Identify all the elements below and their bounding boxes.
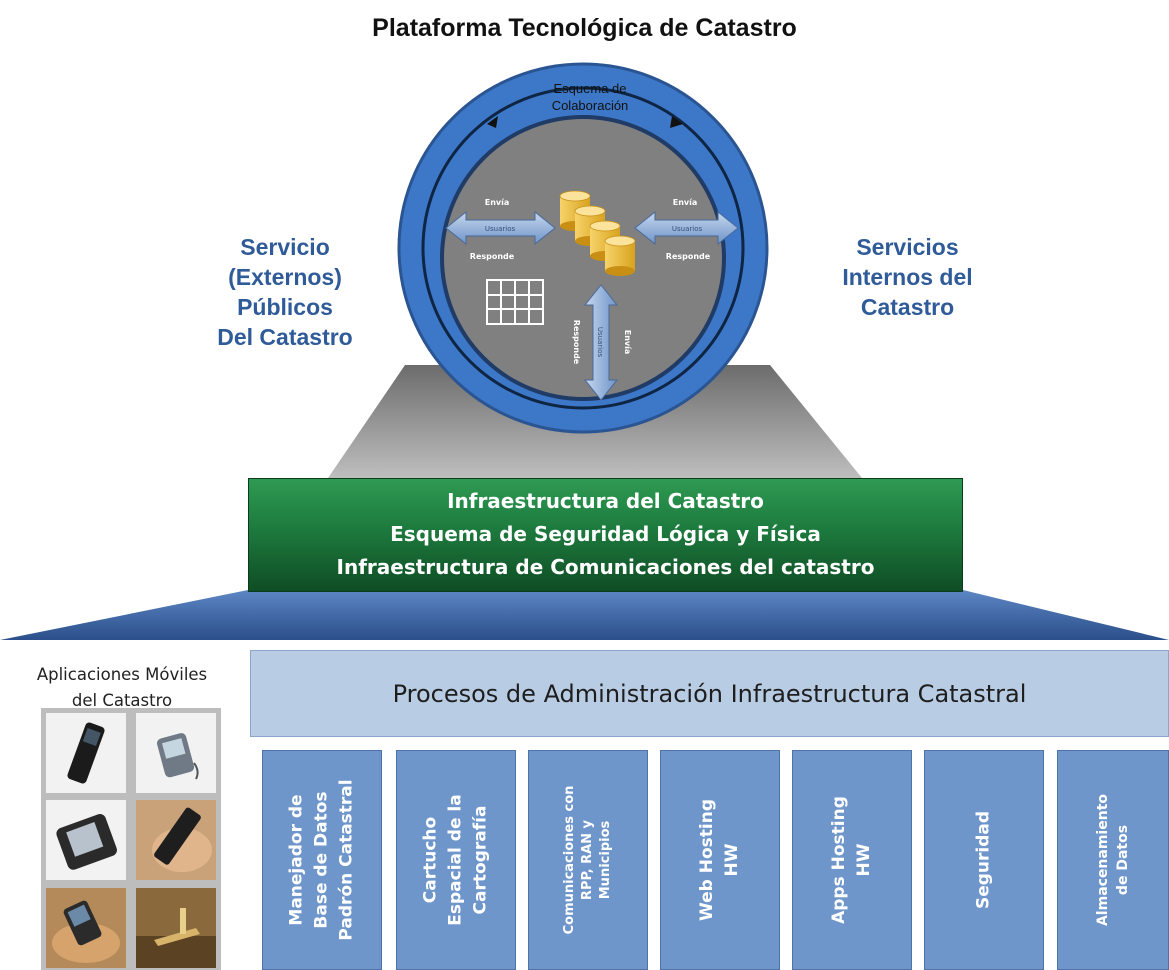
- component-spatial-cartridge: Cartucho Espacial de la Cartografía: [396, 750, 516, 970]
- component-label-line: Padrón Catastral: [336, 779, 357, 941]
- mobile-phone-icon: [46, 713, 126, 793]
- internal-services-line: Internos del: [842, 264, 973, 290]
- external-services-line: Servicio: [240, 234, 330, 260]
- component-security: Seguridad: [924, 750, 1044, 970]
- external-services-label: Servicio (Externos) Públicos Del Catastr…: [200, 232, 370, 352]
- mobile-devices-grid: [41, 708, 221, 970]
- component-database-manager: Manejador de Base de Datos Padrón Catast…: [262, 750, 382, 970]
- component-label-line: Almacenamiento: [1095, 793, 1111, 927]
- component-label-line: Manejador de: [286, 794, 307, 926]
- vertical-response-label: Responde: [572, 320, 581, 365]
- external-services-line: Públicos: [237, 294, 333, 320]
- right-send-label: Envía: [673, 198, 698, 207]
- component-label-line: Base de Datos: [311, 791, 332, 929]
- database-icon: [559, 190, 636, 276]
- ring-arrow-right: [670, 116, 683, 128]
- ring-divider: [421, 86, 745, 410]
- component-apps-hosting: Apps Hosting HW: [792, 750, 912, 970]
- office-photo-icon: [136, 888, 216, 968]
- left-double-arrow: [445, 210, 556, 246]
- blue-roof: [0, 590, 1169, 640]
- component-data-storage: Almacenamiento de Datos: [1057, 750, 1169, 970]
- right-response-label: Responde: [666, 252, 711, 261]
- internal-services-label: Servicios Internos del Catastro: [820, 232, 995, 322]
- grid-icon: [486, 279, 544, 325]
- right-double-arrow: [634, 210, 739, 246]
- infrastructure-line: Infraestructura de Comunicaciones del ca…: [336, 555, 875, 579]
- component-label-line: de Datos: [1115, 824, 1131, 896]
- mobile-apps-title: Aplicaciones Móviles del Catastro: [0, 662, 244, 714]
- component-label-line: Espacial de la: [445, 794, 466, 926]
- infrastructure-line: Esquema de Seguridad Lógica y Física: [390, 522, 821, 546]
- processes-bar: Procesos de Administración Infraestructu…: [250, 650, 1169, 737]
- left-send-label: Envía: [485, 198, 510, 207]
- component-label-line: Web Hosting: [697, 799, 717, 922]
- vertical-users-label: Usuarios: [596, 327, 604, 358]
- internal-services-line: Servicios: [856, 234, 959, 260]
- component-label-line: HW: [722, 843, 742, 877]
- vertical-double-arrow: [583, 284, 619, 401]
- left-users-label: Usuarios: [485, 225, 516, 233]
- component-label-line: Cartografía: [470, 805, 491, 915]
- ring-arrow-left: [487, 116, 498, 128]
- mobile-apps-title-line: Aplicaciones Móviles: [36, 665, 208, 684]
- component-label-line: HW: [854, 843, 874, 877]
- component-communications: Comunicaciones con RPP, RAN y Municipios: [528, 750, 648, 970]
- right-users-label: Usuarios: [672, 225, 703, 233]
- diagram-title: Plataforma Tecnológica de Catastro: [372, 14, 797, 42]
- component-label-line: Municipios: [598, 820, 613, 900]
- tablet-device-icon: [46, 800, 126, 880]
- infrastructure-line: Infraestructura del Catastro: [447, 489, 764, 513]
- component-label-line: Comunicaciones con: [562, 785, 577, 935]
- component-web-hosting: Web Hosting HW: [660, 750, 780, 970]
- collab-label-line2: Colaboración: [552, 98, 629, 113]
- component-label-line: Apps Hosting: [829, 796, 849, 924]
- handheld-device-icon: [46, 888, 126, 968]
- mobile-apps-title-line: del Catastro: [71, 691, 173, 710]
- component-label-line: Cartucho: [420, 816, 441, 904]
- left-response-label: Responde: [470, 252, 515, 261]
- component-label-line: Seguridad: [973, 810, 994, 910]
- processes-title: Procesos de Administración Infraestructu…: [392, 679, 1027, 708]
- collab-label-line1: Esquema de: [554, 81, 627, 96]
- vertical-send-label: Envía: [623, 330, 632, 355]
- phone-in-hand-icon: [136, 800, 216, 880]
- external-services-line: (Externos): [228, 264, 342, 290]
- inner-circle: [440, 115, 726, 401]
- external-services-line: Del Catastro: [217, 324, 353, 350]
- pda-icon: [136, 713, 216, 793]
- infrastructure-box: Infraestructura del Catastro Esquema de …: [248, 478, 963, 592]
- internal-services-line: Catastro: [860, 294, 955, 320]
- component-label-line: RPP, RAN y: [580, 819, 595, 901]
